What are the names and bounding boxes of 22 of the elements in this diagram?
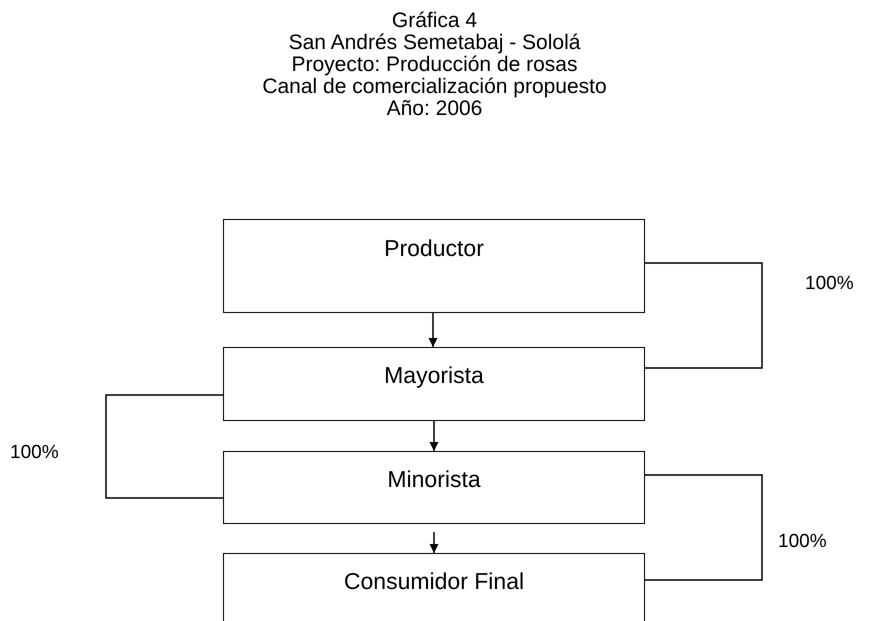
subtitle-line: Año: 2006 xyxy=(386,98,484,120)
box-label: Productor xyxy=(384,235,484,261)
edge-label: 100% xyxy=(805,273,854,295)
edge-label: 100% xyxy=(10,442,59,464)
edge-label: 100% xyxy=(778,531,827,553)
subtitle-line: Proyecto: Producción de rosas xyxy=(290,54,578,76)
bracket-connector xyxy=(105,394,223,499)
process-box xyxy=(223,553,645,621)
process-box xyxy=(223,451,645,524)
arrow xyxy=(430,532,438,553)
subtitle-line: Canal de comercialización propuesto xyxy=(261,76,608,98)
arrow xyxy=(430,421,438,451)
diagram-title: Gráfica 4 xyxy=(390,10,478,32)
box-label: Mayorista xyxy=(384,362,484,388)
arrow xyxy=(428,313,438,347)
box-label: Minorista xyxy=(387,466,481,492)
bracket-connector xyxy=(645,262,763,369)
box-label: Consumidor Final xyxy=(344,568,524,594)
bracket-connector xyxy=(645,474,763,581)
process-box xyxy=(223,219,645,313)
process-box xyxy=(223,347,645,421)
subtitle-line: San Andrés Semetabaj - Sololá xyxy=(288,32,582,54)
